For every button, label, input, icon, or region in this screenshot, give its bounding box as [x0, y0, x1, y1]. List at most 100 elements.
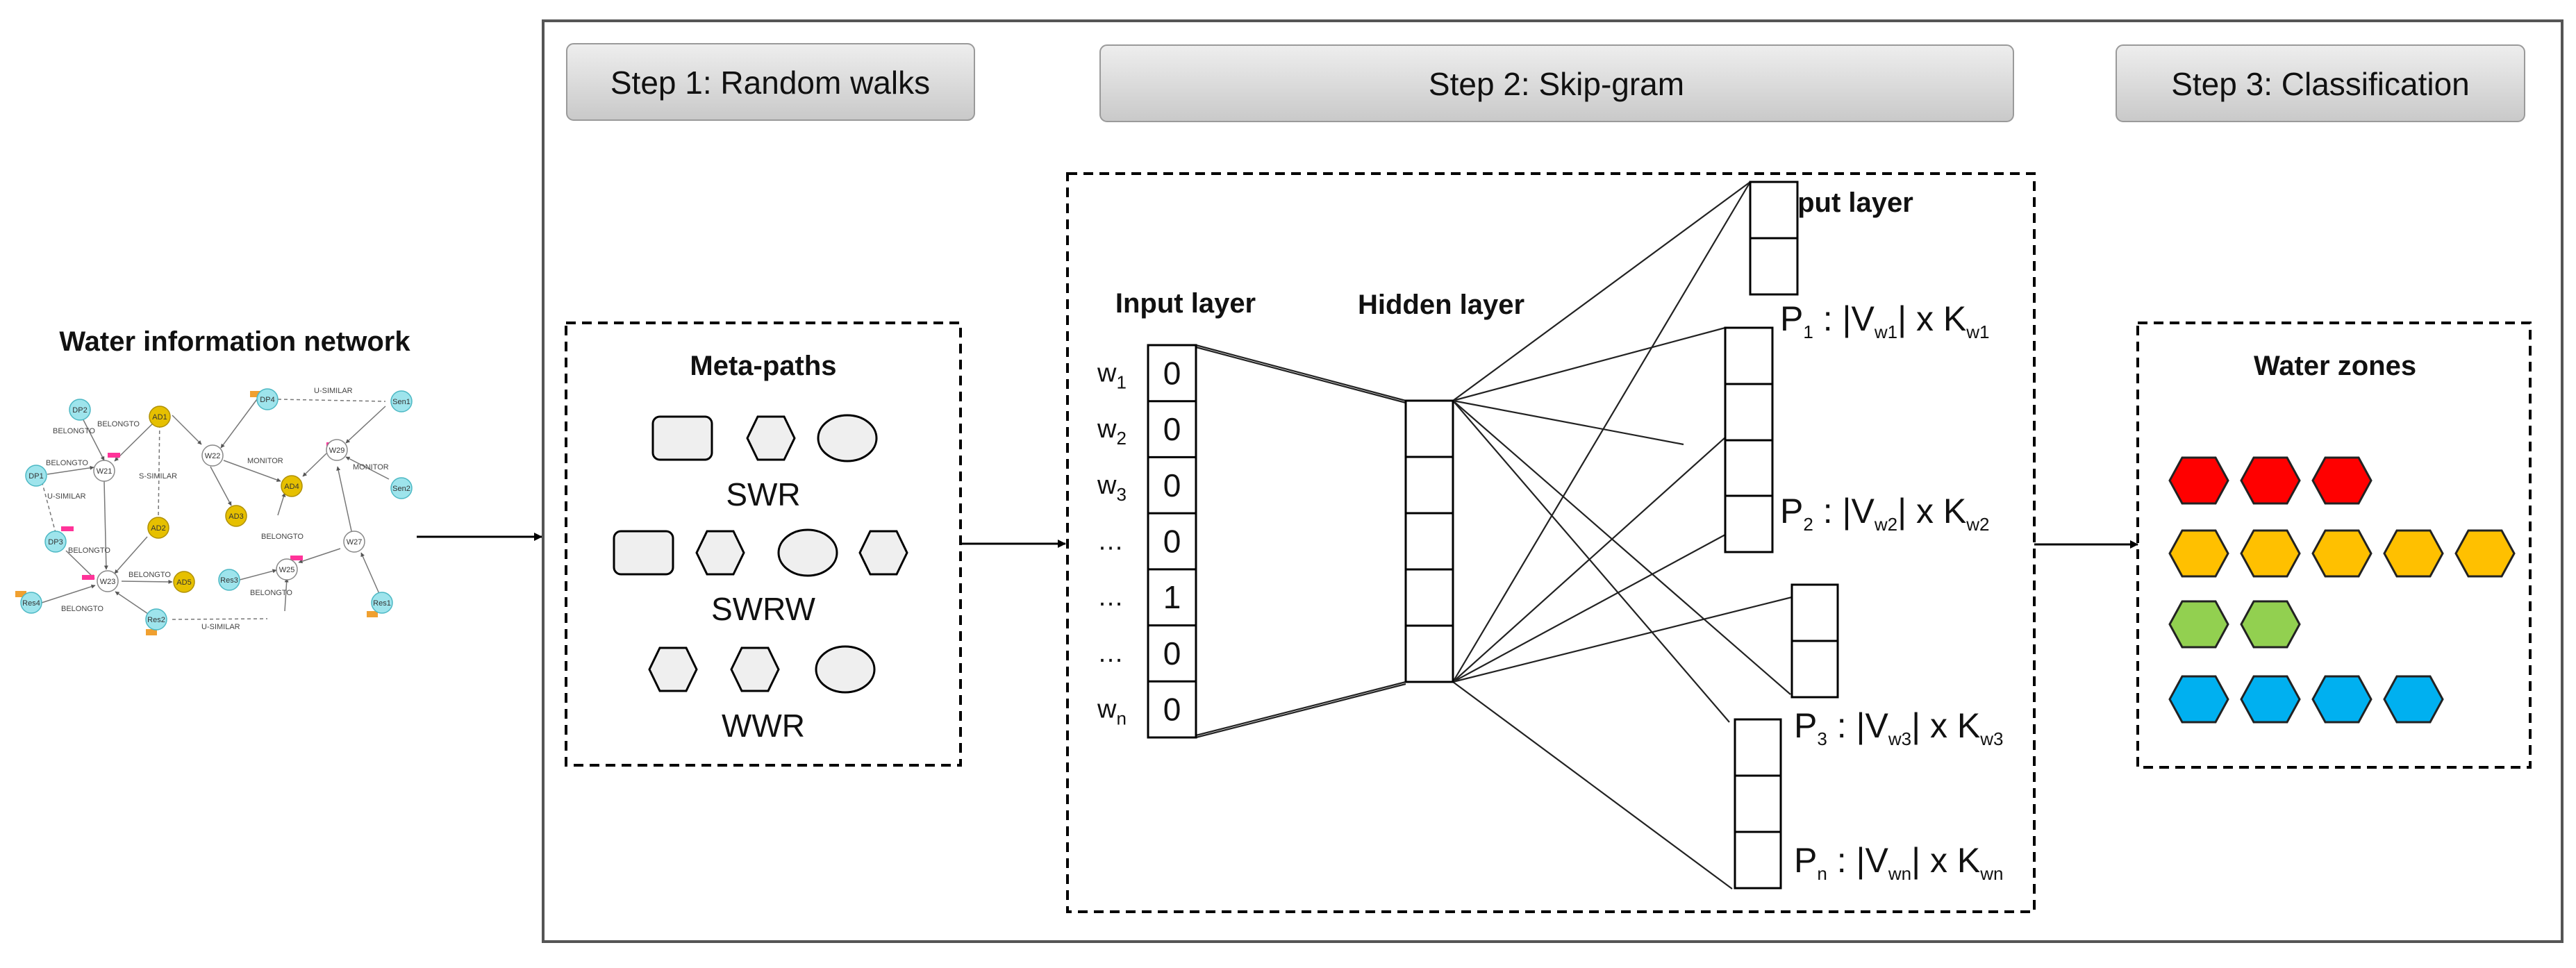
zone-orange-hexagon	[2311, 529, 2373, 578]
ellipse-node-icon	[777, 528, 838, 577]
input-row-label: w2	[1097, 415, 1127, 449]
network-edge	[210, 466, 232, 506]
network-node-label: AD1	[152, 413, 167, 422]
metapath-label: WWR	[722, 708, 805, 744]
input-layer-title: Input layer	[1115, 288, 1256, 319]
network-tag	[290, 556, 303, 560]
network-node: W22	[201, 444, 224, 467]
network-node: AD5	[173, 571, 195, 593]
network-title: Water information network	[59, 326, 410, 357]
output-vector-2	[1724, 326, 1774, 553]
metapaths-title: Meta-paths	[690, 351, 836, 381]
network-edge	[172, 415, 202, 445]
input-row-label: …	[1097, 527, 1124, 556]
step2-header: Step 2: Skip-gram	[1099, 44, 2014, 122]
metapath-wwr-shapes	[648, 645, 876, 694]
network-edge-label: BELONGTO	[128, 571, 171, 579]
network-edge-label: U-SIMILAR	[201, 623, 240, 631]
network-node: Res4	[20, 592, 42, 614]
network-node: DP3	[44, 531, 67, 553]
network-edge	[41, 584, 96, 603]
network-edge-labels: BELONGTO BELONGTO U-SIMILAR S-SIMILAR MO…	[46, 387, 389, 631]
network-edge	[239, 569, 277, 581]
network-node-label: AD4	[284, 483, 299, 491]
network-node: DP2	[69, 399, 91, 421]
network-node-label: DP3	[48, 538, 63, 546]
input-cell-value: 0	[1163, 467, 1181, 503]
hexagon-node-icon	[858, 530, 908, 576]
ellipse-node-icon	[817, 414, 878, 462]
network-edges	[40, 399, 390, 620]
network-edge	[302, 453, 327, 477]
step3-title: Step 3: Classification	[2171, 66, 2470, 102]
network-graph: BELONGTO BELONGTO U-SIMILAR S-SIMILAR MO…	[15, 387, 413, 635]
network-edge	[114, 536, 148, 574]
zone-blue-hexagon	[2311, 675, 2373, 724]
network-node-label: W25	[279, 566, 295, 574]
network-node: AD3	[225, 505, 247, 527]
network-edge	[121, 579, 173, 584]
zone-red-hexagon	[2168, 456, 2229, 505]
network-edge-label: BELONGTO	[250, 589, 292, 597]
network-tag	[15, 591, 26, 597]
water-zone-groups	[2168, 456, 2516, 724]
input-cell-value: 0	[1163, 692, 1181, 728]
network-node-label: DP4	[260, 396, 274, 404]
metapath-swrw-shapes	[613, 528, 908, 577]
input-row-label: …	[1097, 639, 1124, 668]
network-node: DP4	[256, 388, 279, 410]
output-vector-3	[1790, 583, 1839, 699]
network-edge	[47, 465, 94, 475]
zone-green-hexagon	[2168, 600, 2229, 649]
network-edge	[277, 399, 386, 402]
hexagon-node-icon	[730, 646, 780, 692]
network-node: Sen1	[390, 390, 413, 412]
network-node-label: Res1	[373, 599, 391, 608]
network-edge	[345, 456, 390, 480]
network-tag	[250, 391, 261, 397]
input-row-label: w3	[1097, 471, 1127, 505]
input-cell-value: 0	[1163, 635, 1181, 671]
network-node-label: W29	[329, 447, 345, 455]
metapath-label: SWR	[726, 476, 800, 512]
zone-red-hexagon	[2311, 456, 2373, 505]
hexagon-node-icon	[746, 415, 796, 461]
pipeline-frame	[542, 19, 2563, 943]
water-network-panel: Water information network	[15, 326, 413, 635]
zone-orange-hexagon	[2240, 529, 2301, 578]
network-edge	[336, 466, 355, 544]
network-edge-label: U-SIMILAR	[47, 492, 86, 501]
network-node: DP1	[25, 465, 47, 487]
network-tag	[146, 629, 157, 635]
network-edge-label: BELONGTO	[97, 420, 140, 428]
network-node: W25	[276, 558, 298, 581]
output-formula-2: P2 : |Vw2| x Kw2	[1780, 492, 1989, 535]
network-edge-label: MONITOR	[353, 463, 389, 472]
metapath-swr-shapes	[651, 414, 878, 462]
zone-orange-hexagon	[2454, 529, 2516, 578]
zone-orange-hexagon	[2168, 529, 2229, 578]
network-node-label: W21	[97, 467, 113, 476]
zone-green-hexagon	[2240, 600, 2301, 649]
network-edge-label: U-SIMILAR	[314, 387, 353, 395]
network-node: Sen2	[390, 477, 413, 499]
input-cell-value: 0	[1163, 524, 1181, 560]
input-cell-value: 0	[1163, 411, 1181, 447]
step2-title: Step 2: Skip-gram	[1429, 66, 1684, 102]
network-node: W21	[93, 460, 115, 482]
network-node: Res3	[218, 569, 240, 591]
input-row-label: wn	[1097, 695, 1127, 729]
metapath-label: SWRW	[711, 591, 815, 627]
network-node-label: Res2	[147, 616, 165, 624]
network-edge	[360, 552, 383, 601]
network-edge	[103, 481, 108, 570]
zone-blue-hexagon	[2240, 675, 2301, 724]
network-edge-label: MONITOR	[247, 457, 283, 465]
network-node-label: AD3	[228, 512, 243, 521]
network-tag	[82, 575, 94, 580]
water-zones-panel: Water zones	[2136, 322, 2532, 769]
network-edge-label: BELONGTO	[61, 605, 103, 613]
